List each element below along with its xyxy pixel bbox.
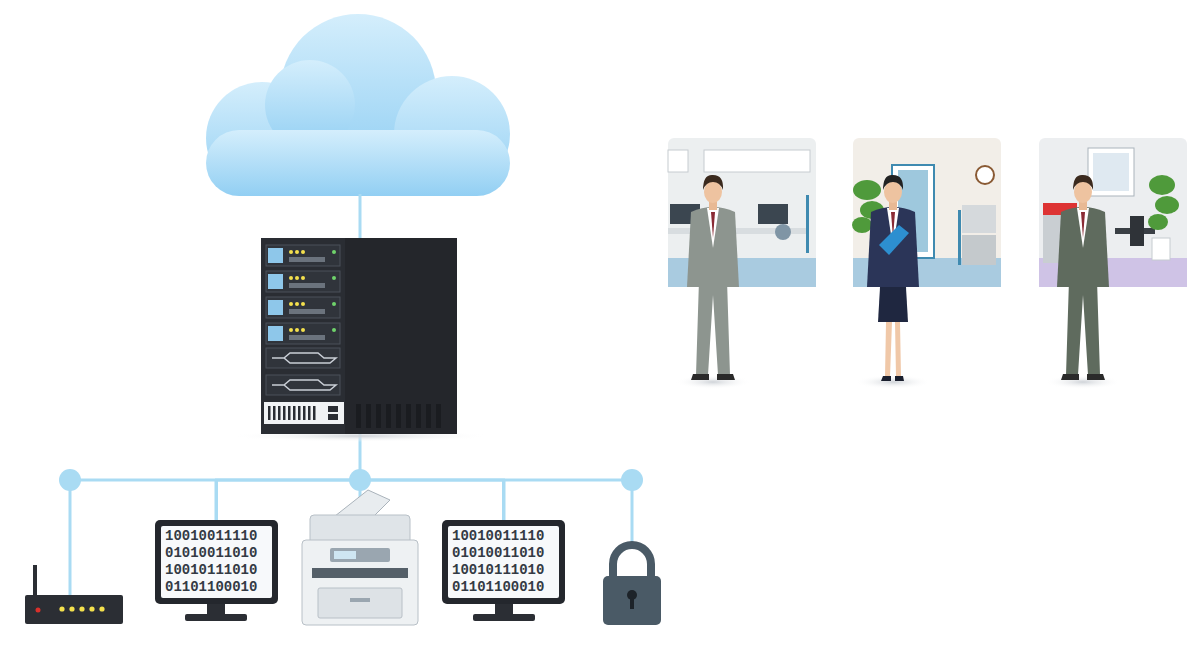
- drive-bay: [266, 297, 340, 318]
- office-scene: [668, 138, 816, 287]
- business-person: [675, 175, 751, 389]
- printer: [302, 490, 418, 625]
- drive-bay: [266, 323, 340, 344]
- padlock: [603, 545, 661, 625]
- router: [25, 565, 123, 624]
- drive-bay: [266, 245, 340, 266]
- network-cable: [217, 480, 504, 520]
- monitor-screen: 10010011110 01010011010 10010111010 0110…: [155, 520, 278, 604]
- business-people: [675, 175, 1121, 389]
- cloud: [206, 14, 510, 196]
- office-scene: [1039, 138, 1187, 287]
- screen-area: 10010011110 01010011010 10010111010 0110…: [161, 526, 272, 598]
- business-person: [1045, 175, 1121, 389]
- server-rack: [230, 238, 490, 442]
- drive-bay: [266, 271, 340, 292]
- business-person: [855, 175, 931, 389]
- binary-data: 10010011110 01010011010 10010111010 0110…: [165, 528, 261, 596]
- screen-area: 10010011110 01010011010 10010111010 0110…: [448, 526, 559, 598]
- binary-data: 10010011110 01010011010 10010111010 0110…: [452, 528, 548, 596]
- monitor-screen: 10010011110 01010011010 10010111010 0110…: [442, 520, 565, 604]
- office-scene: [852, 138, 1001, 287]
